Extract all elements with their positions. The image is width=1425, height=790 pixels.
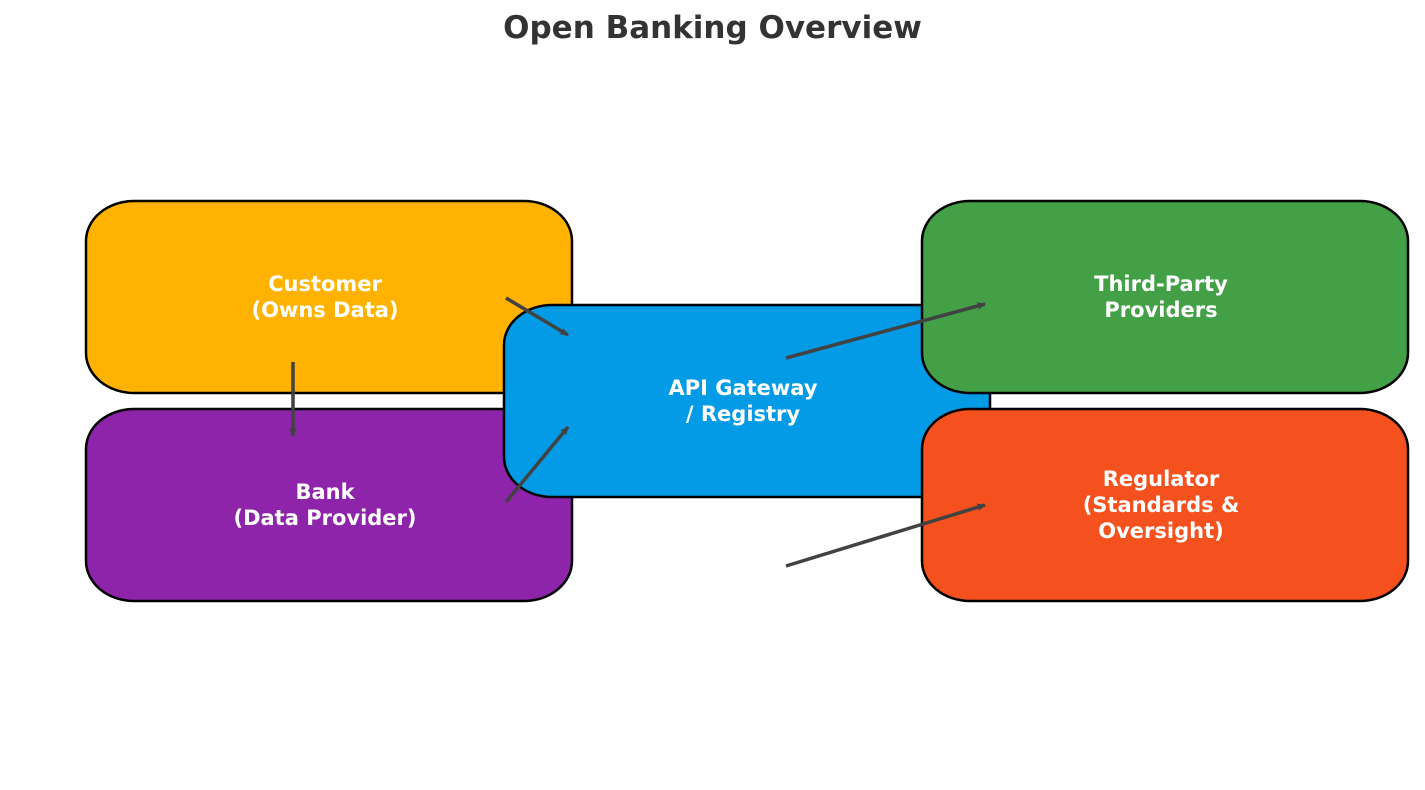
node-label-tpp: Third-Party (1094, 272, 1228, 296)
node-regulator: Regulator(Standards &Oversight) (920, 407, 1410, 603)
node-label-regulator: Regulator (1103, 467, 1220, 491)
node-box-bank (84, 407, 574, 603)
node-customer: Customer(Owns Data) (84, 199, 574, 395)
node-label-bank: Bank (295, 480, 355, 504)
node-label-gateway: / Registry (686, 402, 801, 426)
node-box-tpp (920, 199, 1410, 395)
node-label-regulator: (Standards & (1083, 493, 1240, 517)
node-box-regulator (920, 407, 1410, 603)
arrow-gateway-to-tpp (785, 302, 986, 360)
node-label-customer: Customer (268, 272, 382, 296)
node-label-bank: (Data Provider) (233, 506, 416, 530)
node-label-customer: (Owns Data) (251, 298, 398, 322)
node-box-gateway (502, 303, 992, 499)
node-label-gateway: API Gateway (668, 376, 817, 400)
node-bank: Bank(Data Provider) (84, 407, 574, 603)
arrow-bank-to-gateway (504, 425, 570, 504)
arrow-gateway-to-regulator (785, 503, 986, 568)
node-gateway: API Gateway/ Registry (502, 303, 992, 499)
node-box-customer (84, 199, 574, 395)
diagram-title: Open Banking Overview (503, 10, 922, 46)
node-label-regulator: Oversight) (1098, 519, 1223, 543)
arrow-customer-to-gateway (505, 296, 569, 337)
node-label-tpp: Providers (1104, 298, 1217, 322)
